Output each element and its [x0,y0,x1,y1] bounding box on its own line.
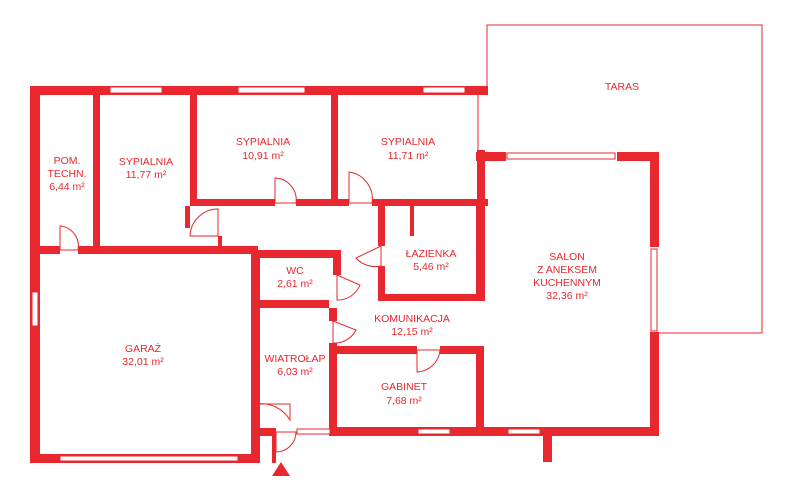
room-taras-name: TARAS [605,81,639,93]
doors [59,171,441,453]
room-pom-techn-area: 6,44 m² [49,181,85,193]
room-salon-name-2: Z ANEKSEM [537,264,597,276]
entrance-arrow-icon [272,462,290,476]
room-salon-name-3: KUCHENNYM [533,277,601,289]
room-sypialnia-3-name: SYPIALNIA [381,136,435,148]
room-gabinet-name: GABINET [381,381,428,393]
room-sypialnia-2-area: 10,91 m² [242,150,284,162]
room-komunikacja-area: 12,15 m² [391,326,433,338]
room-wiatrolap-area: 6,03 m² [277,366,313,378]
room-garaz-area: 32,01 m² [122,356,164,368]
room-labels: TARAS POM. TECHN. 6,44 m² SYPIALNIA 11,7… [47,81,639,407]
terrace-outline [477,24,763,334]
room-lazienka-name: ŁAZIENKA [406,248,457,260]
room-garaz-name: GARAŻ [125,342,162,355]
room-salon-name-1: SALON [549,251,585,263]
room-wiatrolap-name: WIATROŁAP [264,353,325,365]
room-komunikacja-name: KOMUNIKACJA [374,313,450,325]
room-wc-name: WC [286,265,304,277]
room-sypialnia-2-name: SYPIALNIA [236,136,290,148]
room-sypialnia-1-area: 11,77 m² [126,169,167,181]
room-pom-techn-name-2: TECHN. [47,168,86,180]
windows [31,86,658,462]
room-wc-area: 2,61 m² [277,278,313,290]
room-pom-techn-name-1: POM. [54,155,81,167]
room-gabinet-area: 7,68 m² [386,395,422,407]
room-salon-area: 32,36 m² [546,290,588,302]
room-sypialnia-1-name: SYPIALNIA [119,156,173,168]
room-lazienka-area: 5,46 m² [413,261,449,273]
room-sypialnia-3-area: 11,71 m² [388,150,429,162]
